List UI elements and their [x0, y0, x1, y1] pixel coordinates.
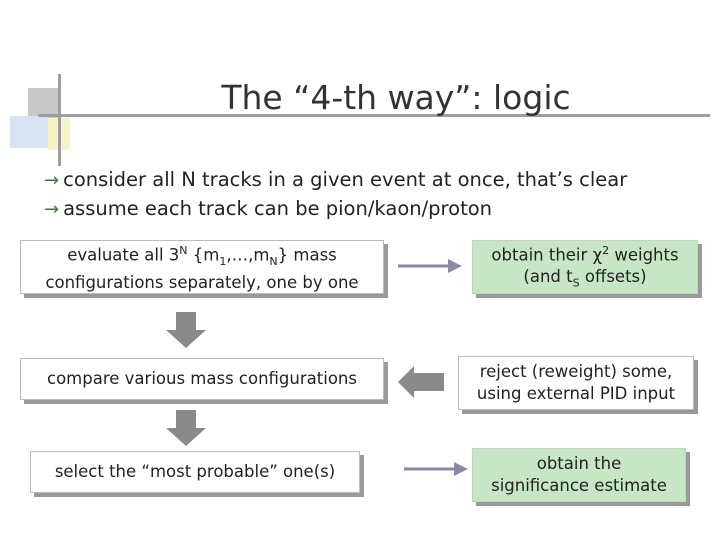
arrow-down-2-icon	[166, 410, 206, 446]
decor-square-gray	[28, 88, 58, 118]
arrow-left-icon	[398, 366, 444, 398]
decor-square-blue	[10, 116, 48, 148]
slide-title: The “4-th way”: logic	[221, 78, 571, 117]
box-significance-estimate: obtain the significance estimate	[472, 448, 686, 502]
right-arrow-icon: →	[44, 170, 60, 191]
decor-vertical-line	[58, 74, 61, 166]
box-reject-reweight: reject (reweight) some, using external P…	[458, 356, 694, 410]
box-select-most-probable: select the “most probable” one(s)	[30, 451, 360, 493]
title-underline	[38, 114, 710, 117]
bullet-text: assume each track can be pion/kaon/proto…	[63, 197, 493, 220]
arrow-down-1-icon	[166, 312, 206, 348]
arrow-right-2-icon	[404, 462, 468, 476]
bullet-text: consider all N tracks in a given event a…	[63, 168, 628, 191]
box-obtain-weights: obtain their χ2 weights (and tS offsets)	[472, 240, 698, 294]
bullet-item: →assume each track can be pion/kaon/prot…	[44, 195, 627, 224]
arrow-right-1-icon	[398, 259, 462, 273]
bullet-item: →consider all N tracks in a given event …	[44, 166, 627, 195]
right-arrow-icon: →	[44, 199, 60, 220]
box-compare-configurations: compare various mass configurations	[20, 358, 384, 400]
bullet-list: →consider all N tracks in a given event …	[44, 166, 627, 224]
box-evaluate-configurations: evaluate all 3N {m1,…,mN} mass configura…	[20, 240, 384, 294]
